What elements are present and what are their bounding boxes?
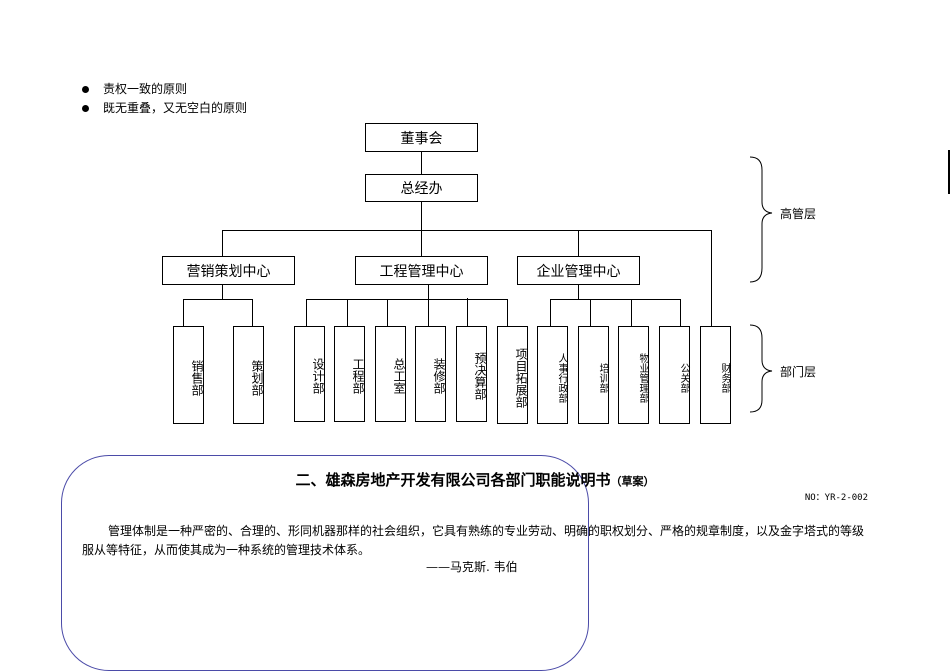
dept-label: 财务部 [719,362,730,393]
section-title: 二、雄森房地产开发有限公司各部门职能说明书（草案） [0,469,950,490]
quote-author: ——马克斯. 韦伯 [426,560,518,574]
dept-box-budget: 预决算部 [456,326,487,422]
dept-box-sales: 销售部 [173,326,204,424]
dept-label: 公关部 [678,362,689,393]
center-label: 企业管理中心 [536,263,621,280]
dept-label: 策划部 [250,360,264,396]
dept-label: 工程部 [351,357,365,394]
bullet-icon [82,105,89,112]
dept-box-project-expansion: 项目拓展部 [497,326,528,424]
dept-box-planning: 策划部 [233,326,264,424]
draft-tag: （草案） [610,475,655,488]
dept-label: 人事行政部 [556,352,567,403]
dept-label: 预决算部 [473,351,487,400]
layer-braces [749,156,773,413]
principles-list: 责权一致的原则 既无重叠，又无空白的原则 [82,80,247,118]
brace-bottom [749,324,773,413]
layer-label-dept: 部门层 [780,365,817,379]
dept-box-design: 设计部 [294,326,325,422]
principle-text: 既无重叠，又无空白的原则 [103,101,248,115]
gm-office-label: 总经办 [400,181,443,197]
dept-label: 物业管理部 [637,352,648,403]
dept-label: 装修部 [432,357,446,394]
layer-label-top: 高管层 [780,207,817,221]
dept-box-pr: 公关部 [659,326,690,424]
center-label: 营销策划中心 [186,263,271,280]
section-title-text: 二、雄森房地产开发有限公司各部门职能说明书 [295,471,611,489]
dept-box-chief-engineer: 总工室 [375,326,406,422]
rounded-outline [61,455,589,671]
bullet-icon [82,86,89,93]
dept-label: 项目拓展部 [514,348,528,408]
dept-box-training: 培训部 [578,326,609,424]
page-edge-mark [948,150,950,194]
dept-box-hr-admin: 人事行政部 [537,326,568,424]
board-box: 董事会 [365,123,478,152]
gm-office-box: 总经办 [365,174,478,202]
dept-box-engineering: 工程部 [334,326,365,422]
center-box-engineering: 工程管理中心 [355,256,488,285]
center-box-enterprise: 企业管理中心 [517,256,640,285]
dept-label: 总工室 [392,357,406,394]
dept-label: 设计部 [311,357,325,394]
list-item: 责权一致的原则 [82,80,247,99]
quote-paragraph: 管理体制是一种严密的、合理的、形同机器那样的社会组织，它具有熟练的专业劳动、明确… [82,524,865,557]
center-box-marketing: 营销策划中心 [162,256,295,285]
dept-label: 培训部 [597,362,608,393]
dept-box-decoration: 装修部 [415,326,446,422]
board-label: 董事会 [400,130,443,147]
document-number: NO：YR-2-002 [804,493,868,503]
brace-top [749,156,773,283]
dept-box-finance: 财务部 [700,326,731,424]
dept-box-property: 物业管理部 [618,326,649,424]
principle-text: 责权一致的原则 [103,82,188,96]
center-label: 工程管理中心 [379,263,464,280]
dept-label: 销售部 [190,360,204,396]
list-item: 既无重叠，又无空白的原则 [82,99,247,118]
